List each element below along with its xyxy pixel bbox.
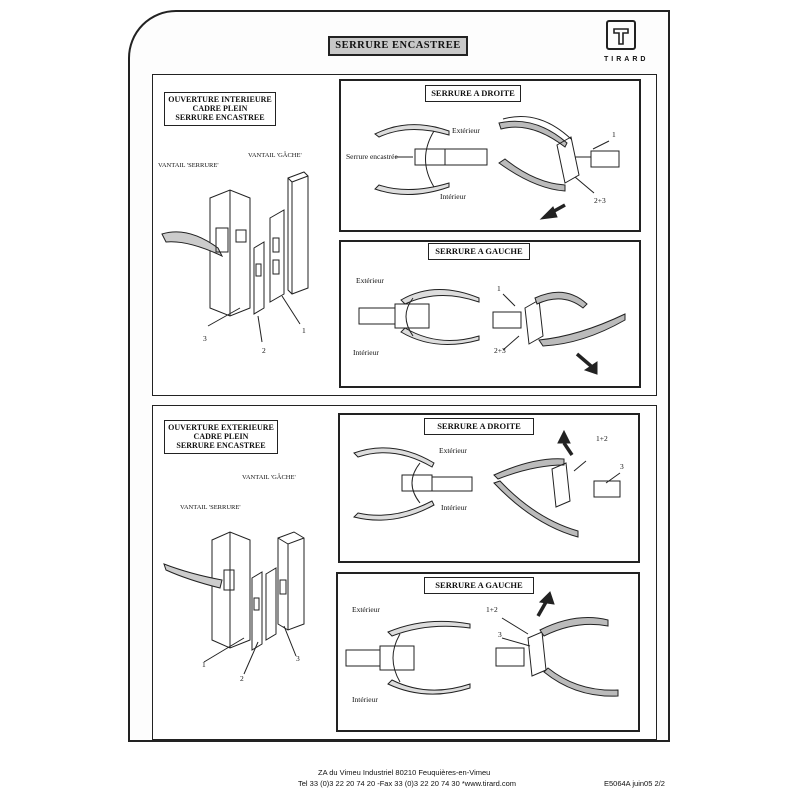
panel-exterior-left-lock	[336, 572, 640, 732]
callout-a: 1	[612, 130, 616, 139]
footer-address: ZA du Vimeu Industriel 80210 Feuquières-…	[318, 768, 491, 777]
leaf-gache-label: VANTAIL 'GÂCHE'	[242, 474, 296, 481]
handle-diagram-interior-left	[358, 289, 626, 375]
callout-1: 1	[202, 660, 206, 669]
callout-a: 1+2	[596, 434, 608, 443]
heading-line: OUVERTURE INTERIEURE	[168, 95, 272, 104]
interior-label: Intérieur	[441, 503, 467, 512]
document-title: SERRURE ENCASTREE	[328, 36, 468, 56]
interior-label: Intérieur	[440, 192, 466, 201]
heading-line: CADRE PLEIN	[192, 104, 248, 114]
footer-contact: Tel 33 (0)3 22 20 74 20 -Fax 33 (0)3 22 …	[298, 779, 517, 788]
leaf-serrure-label: VANTAIL 'SERRURE'	[180, 504, 241, 511]
callout-1: 1	[302, 326, 306, 335]
panel-exterior-right-lock	[338, 413, 640, 563]
callout-a: 1+2	[486, 605, 498, 614]
callout-2: 2	[240, 674, 244, 683]
callout-b: 3	[620, 462, 624, 471]
callout-3: 3	[296, 654, 300, 663]
callout-a: 1	[497, 284, 501, 293]
brand-logo-icon	[606, 20, 636, 50]
panel-label: SERRURE A DROITE	[425, 85, 521, 102]
heading-line: SERRURE ENCASTREE	[176, 441, 266, 451]
handle-diagram-interior-right	[374, 116, 620, 220]
callout-b: 2+3	[494, 346, 506, 355]
exterior-door-assembly-drawing	[163, 531, 305, 675]
callout-b: 2+3	[594, 196, 606, 205]
panel-label: SERRURE A DROITE	[424, 418, 534, 435]
exterior-label: Extérieur	[352, 605, 380, 614]
callout-2: 2	[262, 346, 266, 355]
leaf-serrure-label: VANTAIL 'SERRURE'	[158, 162, 219, 169]
callout-3: 3	[203, 334, 207, 343]
heading-line: CADRE PLEIN	[193, 432, 249, 442]
callout-b: 3	[498, 630, 502, 639]
exterior-label: Extérieur	[439, 446, 467, 455]
heading-line: SERRURE ENCASTREE	[175, 113, 265, 123]
panel-interior-left-lock	[339, 240, 641, 388]
exterior-label: Extérieur	[356, 276, 384, 285]
handle-diagram-exterior-right	[353, 429, 621, 538]
exterior-label: Extérieur	[452, 126, 480, 135]
interior-heading: OUVERTURE INTERIEURE CADRE PLEIN SERRURE…	[164, 92, 276, 126]
brand-name: TIRARD	[604, 56, 649, 63]
handle-diagram-exterior-left	[345, 591, 619, 697]
interior-label: Intérieur	[352, 695, 378, 704]
heading-line: OUVERTURE EXTERIEURE	[168, 423, 274, 432]
panel-label: SERRURE A GAUCHE	[424, 577, 534, 594]
interior-label: Intérieur	[353, 348, 379, 357]
lock-label: Serrure encastrée	[346, 152, 398, 161]
exterior-heading: OUVERTURE EXTERIEURE CADRE PLEIN SERRURE…	[164, 420, 278, 454]
footer-reference: E5064A juin05 2/2	[604, 779, 665, 788]
interior-door-assembly-drawing	[161, 171, 309, 343]
panel-label: SERRURE A GAUCHE	[428, 243, 530, 260]
leaf-gache-label: VANTAIL 'GÂCHE'	[248, 152, 302, 159]
